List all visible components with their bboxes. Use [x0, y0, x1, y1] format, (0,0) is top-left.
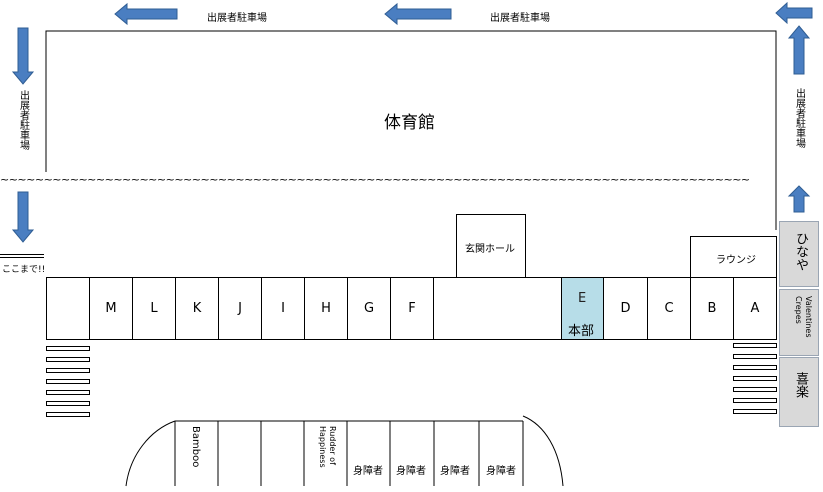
koko-made-label: ここまで!!: [2, 265, 46, 275]
stall-hinaya: [779, 221, 819, 287]
booth-a: A: [733, 277, 777, 340]
gym-label: 体育館: [384, 113, 435, 133]
arrow-down-icon: [11, 191, 35, 243]
parking-label-top-center: 出展者駐車場: [490, 13, 550, 24]
crosswalk-stripe: [733, 387, 777, 392]
booth-e-headquarters: [561, 277, 604, 340]
crosswalk-stripe: [733, 365, 777, 370]
disabled-space-label: 身障者: [353, 466, 383, 477]
stall-bamboo-label: Bamboo: [190, 426, 201, 468]
end-marker-line: [0, 254, 44, 255]
end-marker-line: [0, 257, 44, 258]
booth-l: L: [132, 277, 176, 340]
crosswalk-stripe: [46, 346, 90, 351]
entrance-hall: [456, 214, 526, 278]
entrance-hall-label: 玄関ホール: [465, 244, 515, 255]
stall-rudder-label: Rudder of Happiness: [317, 426, 337, 468]
headquarters-label: 本部: [568, 324, 595, 339]
stall-kiraku: [779, 357, 819, 427]
crosswalk-stripe: [733, 398, 777, 403]
booth-k: K: [175, 277, 219, 340]
crosswalk-stripe: [733, 376, 777, 381]
parking-label-right: 出展者駐車場: [793, 88, 805, 148]
stall-valentines-crepes: [779, 289, 819, 356]
crosswalk-stripe: [46, 401, 90, 406]
crosswalk-stripe: [733, 354, 777, 359]
booth-f: F: [390, 277, 434, 340]
booth-blank: [46, 277, 90, 340]
arrow-up-icon: [787, 185, 811, 213]
disabled-space-label: 身障者: [486, 466, 516, 477]
crosswalk-stripe: [733, 409, 777, 414]
parking-label-top-left: 出展者駐車場: [207, 13, 267, 24]
lounge: [690, 236, 777, 278]
stall-hinaya-label: ひなや: [793, 232, 808, 271]
arrow-left-icon: [384, 2, 452, 26]
stall-kiraku-label: 喜楽: [793, 372, 808, 398]
boundary-wave: ~~~~~~~~~~~~~~~~~~~~~~~~~~~~~~~~~~~~~~~~…: [0, 173, 750, 186]
arrow-left-icon: [114, 2, 178, 26]
arrow-up-icon: [787, 25, 811, 75]
booth-m: M: [89, 277, 133, 340]
crosswalk-stripe: [46, 368, 90, 373]
arrow-down-icon: [11, 27, 35, 85]
booth-e-letter: E: [578, 291, 587, 306]
lounge-label: ラウンジ: [716, 255, 756, 266]
disabled-space-label: 身障者: [440, 466, 470, 477]
crosswalk-stripe: [46, 357, 90, 362]
booth-i: I: [261, 277, 305, 340]
crosswalk-stripe: [46, 379, 90, 384]
crosswalk-stripe: [733, 343, 777, 348]
arrow-left-icon: [775, 1, 813, 25]
disabled-space-label: 身障者: [396, 466, 426, 477]
crosswalk-stripe: [46, 412, 90, 417]
parking-label-left: 出展者駐車場: [17, 90, 29, 150]
crosswalk-stripe: [46, 390, 90, 395]
